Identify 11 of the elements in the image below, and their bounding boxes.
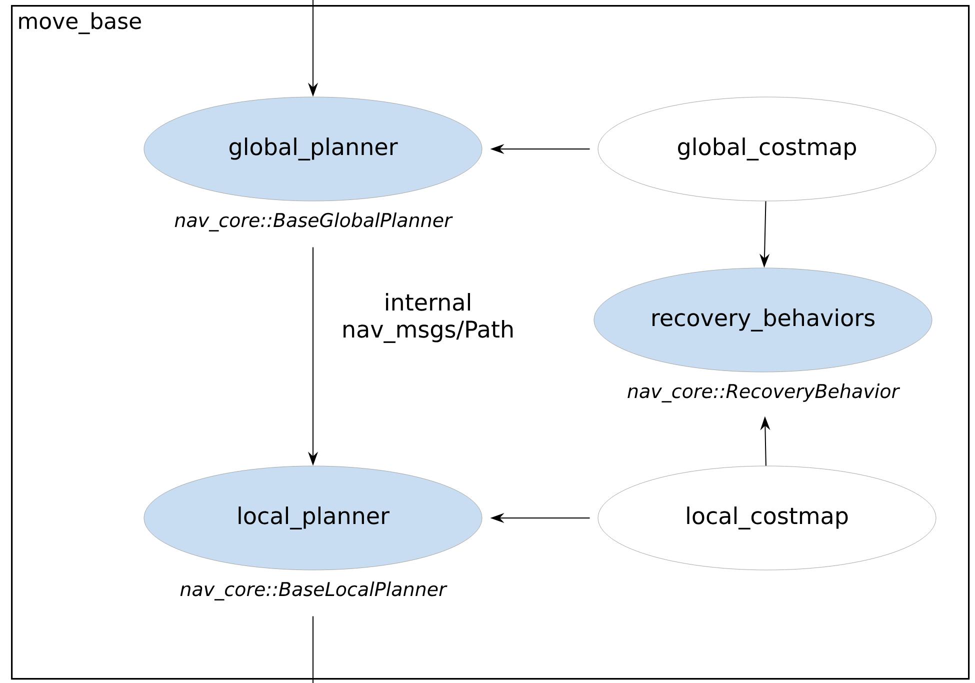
frame-title: move_base [19,12,141,34]
ellipse-node: global_costmap [598,96,936,202]
interface-label: nav_core::BaseLocalPlanner [180,582,448,600]
interface-label: nav_core::BaseGlobalPlanner [174,212,453,232]
ellipse-node: global_planner [144,96,482,202]
ellipse-node: local_planner [144,466,482,570]
connector-line [312,616,314,683]
ellipse-node: recovery_behaviors [594,268,932,372]
interface-label: nav_core::RecoveryBehavior [628,384,900,402]
ellipse-node: local_costmap [598,466,936,570]
edge-label: internal nav_msgs/Path [327,292,529,344]
